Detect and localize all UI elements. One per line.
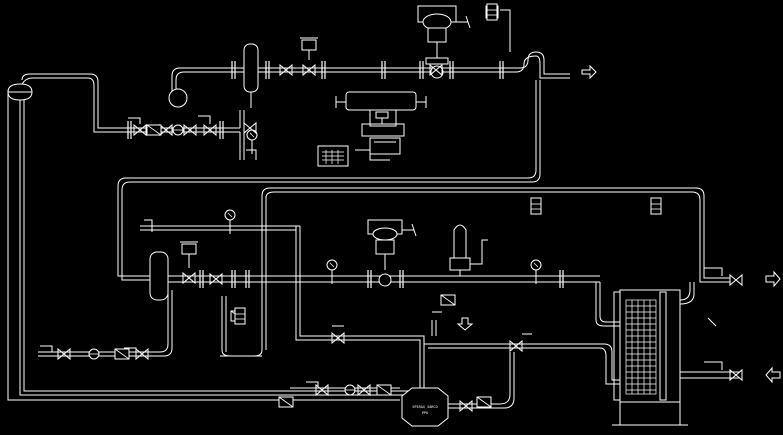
arrow-down-icon — [456, 317, 474, 331]
steam-separator-top[interactable] — [243, 43, 259, 108]
control-valve-middle[interactable] — [367, 219, 417, 287]
plate-heat-exchanger[interactable] — [612, 289, 688, 426]
safety-relief-valve[interactable] — [449, 224, 488, 276]
arrow-left-icon — [765, 366, 781, 384]
valve-handles — [40, 115, 723, 386]
flow-arrows — [456, 64, 781, 384]
inline-valves — [57, 64, 743, 412]
pressure-gauge-icon — [326, 259, 338, 285]
globe-valve-top[interactable] — [300, 37, 318, 76]
arrow-right-icon — [765, 270, 781, 288]
pressure-gauge-icon — [530, 259, 542, 285]
globe-valve-middle[interactable] — [180, 241, 198, 284]
pump-label-bottom: PPU — [422, 411, 428, 415]
pipe-network — [7, 9, 740, 409]
condensate-pump[interactable]: SPIRAX SARCO PPU — [401, 387, 449, 427]
blowdown-vessel[interactable] — [168, 88, 188, 108]
vent-drum[interactable] — [7, 83, 33, 101]
pressure-gauges — [224, 129, 542, 285]
controller-panel[interactable] — [317, 145, 349, 167]
exchanger-plates — [625, 299, 657, 395]
steam-separator-middle[interactable] — [149, 251, 169, 301]
pump-label-top: SPIRAX SARCO — [412, 405, 437, 409]
flash-vessel-top[interactable] — [335, 91, 427, 155]
arrow-right-icon — [581, 64, 597, 80]
steam-traps — [114, 124, 492, 408]
